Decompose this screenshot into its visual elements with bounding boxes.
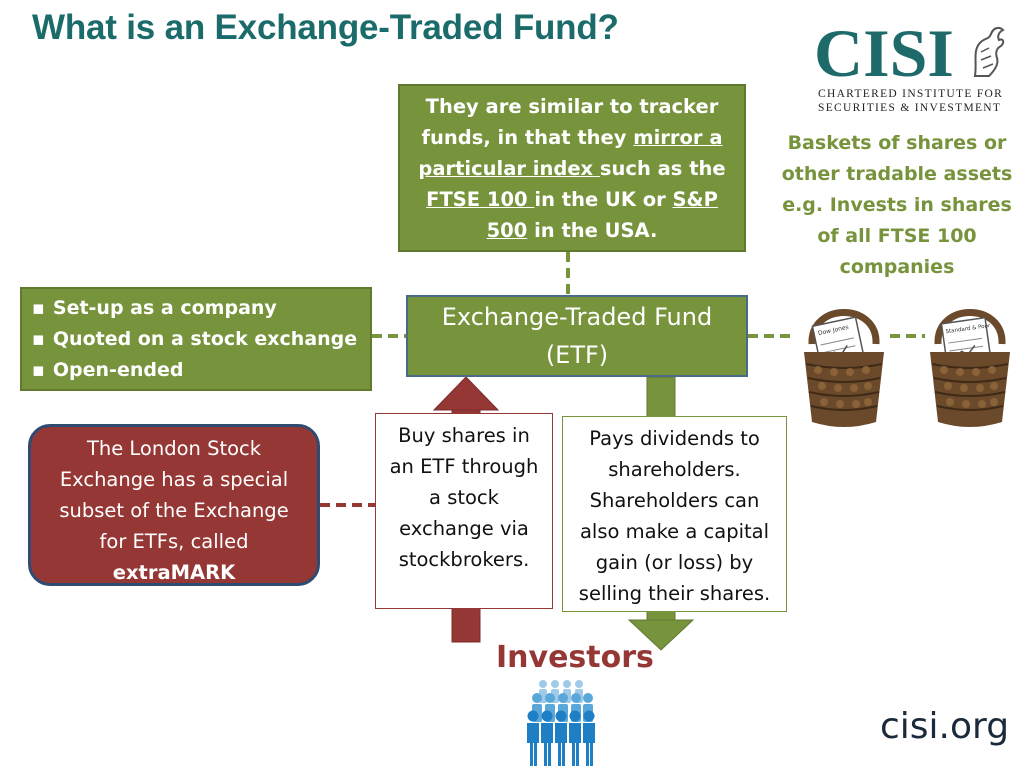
tracker-funds-box: They are similar to tracker funds, in th…	[398, 84, 746, 252]
logo-subtitle-1: CHARTERED INSTITUTE FOR	[818, 88, 1004, 100]
lse-text: The London Stock Exchange has a special …	[59, 437, 289, 553]
top-text-1: They are similar to tracker funds, in th…	[421, 95, 719, 149]
footer-url: cisi.org	[880, 706, 1010, 747]
feature-item: Quoted on a stock exchange	[32, 324, 360, 355]
extramark-label: extraMARK	[112, 561, 236, 584]
people-icon	[527, 680, 595, 766]
etf-line-1: Exchange-Traded Fund	[441, 303, 713, 331]
investors-label: Investors	[496, 640, 654, 675]
feature-item: Set-up as a company	[32, 293, 360, 324]
company-features-box: Set-up as a company Quoted on a stock ex…	[20, 287, 372, 391]
link-sp-500: S&P 500	[486, 188, 718, 242]
buy-shares-box: Buy shares in an ETF through a stock exc…	[375, 413, 553, 609]
link-mirror-index: mirror a particular index	[418, 126, 723, 180]
baskets-description: Baskets of shares or other tradable asse…	[781, 132, 1013, 278]
features-list: Set-up as a company Quoted on a stock ex…	[32, 293, 360, 386]
top-text-3: in the UK or	[534, 188, 673, 211]
top-text-2: such as the	[599, 157, 726, 180]
logo-word: CISI	[814, 15, 954, 91]
logo-subtitle-2: SECURITIES & INVESTMENT	[818, 102, 1002, 114]
lse-box: The London Stock Exchange has a special …	[28, 424, 320, 586]
etf-box: Exchange-Traded Fund (ETF)	[406, 295, 748, 377]
cisi-logo: CISI CHARTERED INSTITUTE FOR SECURITIES …	[812, 15, 1012, 118]
basket-icon: Dow Jones	[804, 309, 884, 427]
link-ftse-100: FTSE 100	[426, 188, 535, 211]
page-title: What is an Exchange-Traded Fund?	[32, 8, 619, 47]
griffin-icon	[973, 26, 1005, 77]
dividends-box: Pays dividends to shareholders. Sharehol…	[562, 416, 787, 612]
top-text-4: in the USA.	[527, 219, 658, 242]
etf-line-2: (ETF)	[545, 341, 609, 369]
basket-icon: Standard & Poor	[930, 309, 1010, 427]
feature-item: Open-ended	[32, 355, 360, 386]
